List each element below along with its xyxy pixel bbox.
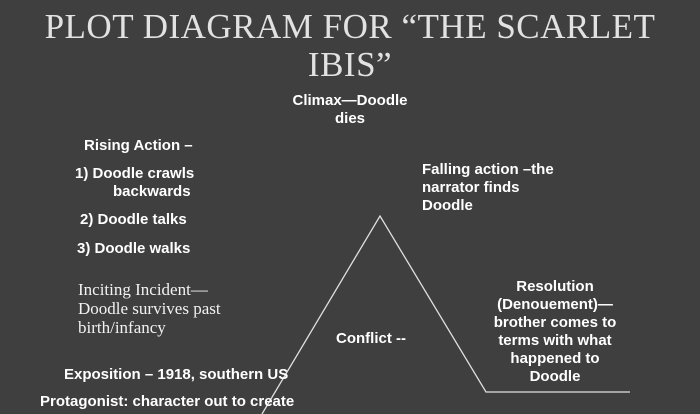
protagonist-label: Protagonist: character out to create bbox=[40, 393, 295, 410]
plot-triangle-line bbox=[261, 214, 630, 414]
rising-action-item-1-line-1: 1) Doodle crawls bbox=[75, 165, 195, 182]
inciting-incident-line-2: Doodle survives past bbox=[78, 299, 221, 318]
resolution-line-5: happened to bbox=[510, 350, 600, 367]
rising-action-item-1-line-2: backwards bbox=[113, 183, 191, 200]
rising-action-item-1: 1) Doodle crawls backwards bbox=[75, 165, 194, 201]
slide-title-line-1: PLOT DIAGRAM FOR “THE SCARLET bbox=[44, 7, 656, 46]
resolution-line-4: terms with what bbox=[498, 332, 612, 349]
falling-action-line-1: Falling action –the bbox=[422, 161, 554, 178]
slide-title-line-2: IBIS” bbox=[307, 45, 393, 84]
falling-action-line-2: narrator finds bbox=[422, 179, 520, 196]
rising-action-item-3: 3) Doodle walks bbox=[77, 240, 191, 257]
inciting-incident-line-1: Inciting Incident— bbox=[78, 280, 208, 299]
inciting-incident-label: Inciting Incident— Doodle survives past … bbox=[78, 280, 221, 337]
resolution-line-1: Resolution bbox=[516, 278, 594, 295]
falling-action-line-3: Doodle bbox=[422, 197, 473, 214]
resolution-line-6: Doodle bbox=[529, 368, 581, 385]
falling-action-label: Falling action –the narrator finds Doodl… bbox=[422, 161, 554, 215]
resolution-line-2: (Denouement)— bbox=[497, 296, 613, 313]
conflict-label: Conflict -- bbox=[336, 330, 406, 347]
climax-line-1: Climax—Doodle bbox=[292, 92, 408, 109]
inciting-incident-line-3: birth/infancy bbox=[78, 318, 166, 337]
exposition-label: Exposition – 1918, southern US bbox=[64, 366, 289, 383]
resolution-line-3: brother comes to bbox=[493, 314, 617, 331]
rising-action-item-2: 2) Doodle talks bbox=[80, 211, 187, 228]
climax-label: Climax—Doodle dies bbox=[270, 92, 430, 128]
slide-title: PLOT DIAGRAM FOR “THE SCARLET IBIS” bbox=[0, 8, 700, 84]
rising-action-heading: Rising Action – bbox=[84, 137, 193, 154]
climax-line-2: dies bbox=[334, 110, 365, 127]
resolution-label: Resolution (Denouement)— brother comes t… bbox=[465, 278, 645, 386]
